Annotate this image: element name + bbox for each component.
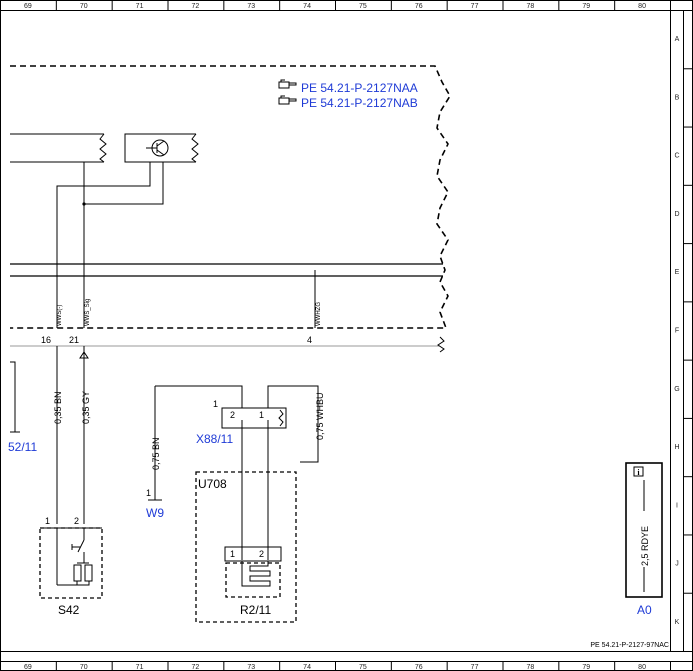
row-label-A: A [675, 36, 680, 43]
column-label-69: 69 [24, 664, 32, 671]
x88-pin-1: 1 [259, 410, 264, 420]
column-label-78: 78 [527, 3, 535, 10]
column-label-72: 72 [192, 3, 200, 10]
component-52-11[interactable]: 52/11 [8, 440, 37, 454]
heating-element-icon [241, 561, 271, 587]
wire-label-0-75-whbu: 0,75 WHBU [315, 392, 325, 440]
s42-pin-2: 2 [74, 516, 79, 526]
wire-bn-w9 [154, 385, 243, 500]
row-label-B: B [675, 94, 680, 101]
w9-pin-1: 1 [146, 488, 151, 498]
wire-label-0-35-gy: 0,35 GY [81, 391, 91, 424]
reference-link-2127nab[interactable]: PE 54.21-P-2127NAB [301, 96, 418, 110]
column-label-77: 77 [471, 664, 479, 671]
column-label-72: 72 [192, 664, 200, 671]
s42-pin-1: 1 [45, 516, 50, 526]
r2-heater-box [225, 562, 281, 598]
wire-whbu [267, 385, 319, 463]
transistor-block [124, 133, 199, 163]
row-label-I: I [676, 502, 678, 509]
column-label-79: 79 [582, 664, 590, 671]
column-label-80: 80 [638, 3, 646, 10]
function-block-left [10, 133, 107, 163]
r2-pin-2: 2 [259, 549, 264, 559]
column-label-75: 75 [359, 664, 367, 671]
connector-break [437, 336, 445, 353]
transistor-return-wire [56, 162, 151, 328]
row-label-J: J [675, 561, 679, 568]
pointing-hand-icon [278, 79, 297, 89]
svg-text:i: i [637, 468, 640, 477]
x88-connector-box [221, 407, 287, 429]
column-label-76: 76 [415, 664, 423, 671]
x88-pin-2: 2 [230, 410, 235, 420]
r2-connector-box [224, 546, 282, 562]
column-label-78: 78 [527, 664, 535, 671]
pin-4: 4 [307, 335, 312, 345]
column-label-79: 79 [582, 3, 590, 10]
u708-module-box [195, 471, 297, 623]
row-label-E: E [675, 269, 680, 276]
column-label-76: 76 [415, 3, 423, 10]
reference-pointer-2[interactable]: PE 54.21-P-2127NAB [278, 95, 418, 110]
column-label-75: 75 [359, 3, 367, 10]
a0-component-box [625, 462, 663, 598]
drawing-number: PE 54.21-P-2127-97NAC [590, 642, 669, 649]
column-label-70: 70 [80, 664, 88, 671]
s42-switch-box [39, 527, 103, 599]
wire-label-0-75-bn: 0,75 BN [151, 437, 161, 470]
column-label-71: 71 [136, 664, 144, 671]
pin-16: 16 [41, 335, 51, 345]
row-label-F: F [675, 328, 679, 335]
row-label-D: D [674, 211, 679, 218]
column-label-74: 74 [303, 664, 311, 671]
pin-21: 21 [69, 335, 79, 345]
signal-wwhzg: WWHZG [316, 302, 322, 326]
row-label-K: K [675, 619, 680, 626]
control-unit-outline [10, 65, 451, 329]
column-label-77: 77 [471, 3, 479, 10]
pointing-hand-icon [278, 95, 297, 105]
row-label-H: H [674, 444, 679, 451]
wire-label-2-5-rdye: 2,5 RDYE [640, 526, 650, 566]
transistor-icon [146, 139, 169, 157]
wire-label-0-35-bn: 0,35 BN [53, 391, 63, 424]
left-ref-wire [10, 361, 20, 433]
column-label-70: 70 [80, 3, 88, 10]
reference-pointer-1[interactable]: PE 54.21-P-2127NAA [278, 79, 418, 95]
component-u708[interactable]: U708 [198, 477, 227, 491]
switch-contact-icon [56, 528, 93, 586]
signal-wws-minus: WWS(-) [57, 305, 63, 326]
column-label-73: 73 [247, 3, 255, 10]
ground-arrow-icon [79, 351, 89, 359]
component-x88-11[interactable]: X88/11 [196, 432, 233, 446]
component-r2-11[interactable]: R2/11 [240, 603, 271, 617]
column-label-73: 73 [247, 664, 255, 671]
component-w9[interactable]: W9 [146, 506, 164, 520]
row-label-G: G [674, 386, 679, 393]
component-s42[interactable]: S42 [58, 603, 80, 617]
reference-link-2127naa[interactable]: PE 54.21-P-2127NAA [301, 81, 418, 95]
transistor-feed-wire [84, 162, 164, 205]
x88-pin-1-outer: 1 [213, 399, 218, 409]
signal-wws-sig: WWS_Sig [85, 299, 91, 326]
column-label-69: 69 [24, 3, 32, 10]
column-label-71: 71 [136, 3, 144, 10]
column-label-80: 80 [638, 664, 646, 671]
info-icon[interactable]: i [633, 466, 644, 477]
row-label-C: C [674, 153, 679, 160]
component-a0[interactable]: A0 [637, 603, 652, 617]
column-label-74: 74 [303, 3, 311, 10]
x88-resistor-icon [278, 409, 284, 427]
r2-pin-1: 1 [230, 549, 235, 559]
